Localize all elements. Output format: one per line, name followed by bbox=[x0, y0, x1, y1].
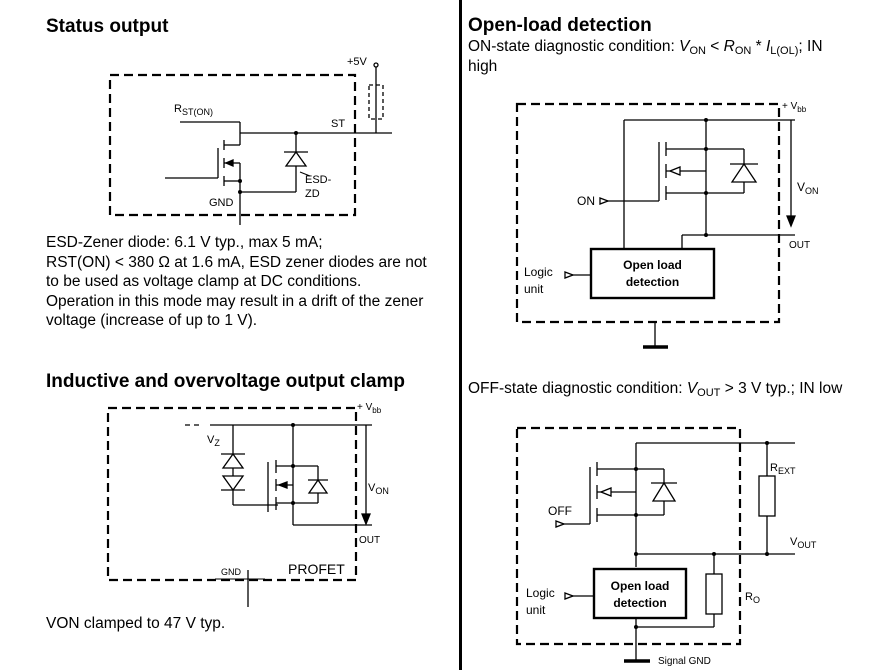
rext-sub: EXT bbox=[777, 466, 796, 476]
off-vout-text: V bbox=[790, 536, 798, 548]
signal-gnd-label: Signal GND bbox=[658, 656, 711, 667]
ro-letter: R bbox=[745, 591, 753, 603]
profet-box bbox=[106, 406, 358, 582]
on-logic-1: Logic bbox=[524, 265, 553, 279]
status-desc-line-1: ESD-Zener diode: 6.1 V typ., max 5 mA; bbox=[46, 234, 323, 251]
on-logic-2: unit bbox=[524, 282, 544, 296]
esd-line-2: ZD bbox=[305, 188, 320, 200]
r-ext-resistor bbox=[758, 475, 776, 517]
status-5v-label: +5V bbox=[347, 56, 367, 68]
status-desc-line-5: voltage (increase of up to 1 V). bbox=[46, 312, 258, 329]
status-esd-label: ESD- ZD bbox=[305, 173, 331, 201]
on-out-label: OUT bbox=[789, 240, 811, 251]
on-von-sub: ON bbox=[805, 186, 819, 196]
off-state-circuit bbox=[515, 426, 795, 663]
clamp-circuit bbox=[106, 406, 372, 607]
clamp-out-label: OUT bbox=[359, 535, 381, 546]
on-cond-v: V bbox=[679, 38, 690, 55]
off-box-2: detection bbox=[613, 596, 667, 610]
on-cond-i: I bbox=[765, 38, 771, 55]
on-vbb-sub: bb bbox=[797, 105, 807, 114]
on-von-text: V bbox=[797, 180, 806, 194]
on-vbb-text: + V bbox=[782, 101, 798, 112]
clamp-gnd-label: GND bbox=[221, 567, 241, 577]
off-box-1: Open load bbox=[610, 579, 670, 593]
on-vbb-label: + Vbb bbox=[782, 101, 807, 114]
off-state-condition: OFF-state diagnostic condition: VOUT > 3… bbox=[468, 379, 842, 399]
clamp-heading: Inductive and overvoltage output clamp bbox=[46, 371, 405, 392]
open-load-detection-box-on bbox=[589, 247, 716, 300]
clamp-von-label: VON bbox=[368, 482, 389, 496]
status-description: ESD-Zener diode: 6.1 V typ., max 5 mA; R… bbox=[46, 233, 456, 331]
on-cond-isub: L(OL) bbox=[770, 45, 799, 57]
column-divider bbox=[459, 0, 462, 670]
clamp-note: VON clamped to 47 V typ. bbox=[46, 615, 226, 632]
rst-sub: ST(ON) bbox=[181, 107, 213, 117]
off-vout-label: VOUT bbox=[790, 536, 817, 550]
off-cond-prefix: OFF-state diagnostic condition: bbox=[468, 380, 687, 397]
status-output-circuit bbox=[108, 62, 392, 225]
esd-line-1: ESD- bbox=[305, 174, 332, 186]
clamp-vz-label: VZ bbox=[207, 434, 220, 448]
status-desc-line-2: RST(ON) < 380 Ω at 1.6 mA, ESD zener dio… bbox=[46, 253, 427, 271]
off-cond-vsub: OUT bbox=[697, 387, 721, 399]
off-cond-v: V bbox=[686, 380, 698, 397]
on-state-condition: ON-state diagnostic condition: VON < RON… bbox=[468, 37, 823, 57]
status-st-label: ST bbox=[331, 118, 346, 130]
status-pullup-resistor bbox=[368, 84, 384, 120]
off-vout-sub: OUT bbox=[797, 540, 817, 550]
on-state-circuit bbox=[515, 102, 796, 349]
off-logic-unit-label: Logic unit bbox=[526, 585, 555, 619]
on-box-1: Open load bbox=[623, 258, 682, 272]
on-state-condition-line2: high bbox=[468, 58, 498, 75]
on-logic-unit-label: Logic unit bbox=[524, 264, 553, 298]
off-device-box bbox=[515, 426, 742, 646]
on-cond-r: R bbox=[723, 38, 735, 55]
status-desc-line-4: Operation in this mode may result in a d… bbox=[46, 292, 424, 310]
clamp-vbb-label: + Vbb bbox=[357, 402, 382, 415]
on-device-box bbox=[515, 102, 781, 324]
clamp-vbb-sub: bb bbox=[372, 406, 382, 415]
off-rext-label: REXT bbox=[770, 462, 796, 476]
open-load-heading: Open-load detection bbox=[468, 15, 652, 36]
on-cond-lt: < bbox=[705, 38, 724, 55]
rst-letter: R bbox=[174, 103, 182, 115]
clamp-von-text: V bbox=[368, 482, 376, 494]
clamp-vz-sub: Z bbox=[214, 438, 220, 448]
on-input-label: ON bbox=[577, 194, 595, 208]
on-von-label: VON bbox=[797, 180, 819, 196]
on-cond-vsub: ON bbox=[689, 45, 706, 57]
status-desc-line-3: to be used as voltage clamp at DC condit… bbox=[46, 273, 362, 290]
on-cond-suffix: ; IN bbox=[798, 38, 823, 55]
off-cond-suffix: > 3 V typ.; IN low bbox=[720, 380, 843, 397]
status-output-heading: Status output bbox=[46, 16, 169, 37]
r-o-resistor bbox=[705, 573, 723, 615]
profet-label: PROFET bbox=[288, 561, 345, 577]
on-cond-mul: * bbox=[751, 38, 766, 55]
clamp-vbb-text: + V bbox=[357, 402, 373, 413]
off-detection-box-label: Open load detection bbox=[596, 578, 684, 612]
on-box-2: detection bbox=[625, 275, 680, 289]
status-device-box bbox=[108, 73, 357, 217]
rext-letter: R bbox=[770, 462, 778, 474]
off-logic-1: Logic bbox=[526, 586, 555, 600]
open-load-detection-box-off bbox=[592, 567, 688, 620]
clamp-von-sub: ON bbox=[375, 486, 389, 496]
on-cond-rsub: ON bbox=[734, 45, 752, 57]
status-gnd-label: GND bbox=[209, 197, 234, 209]
clamp-vz-text: V bbox=[207, 434, 215, 446]
on-detection-box-label: Open load detection bbox=[593, 257, 712, 291]
on-cond-prefix: ON-state diagnostic condition: bbox=[468, 38, 680, 55]
off-input-label: OFF bbox=[548, 504, 572, 518]
off-ro-label: RO bbox=[745, 591, 760, 605]
status-rst-label: RST(ON) bbox=[174, 103, 213, 117]
ro-sub: O bbox=[752, 595, 760, 605]
off-logic-2: unit bbox=[526, 603, 546, 617]
